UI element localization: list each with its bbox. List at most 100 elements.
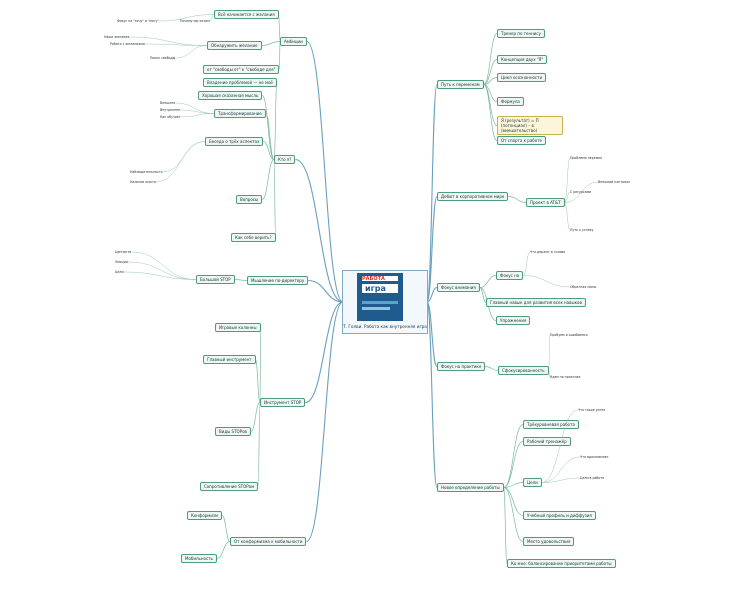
leaf-t4: Цели: [115, 270, 124, 274]
node-g3[interactable]: Цели: [523, 478, 542, 487]
leaf-a7: Работа с желаниями: [110, 42, 145, 46]
leaf-f4: Что держат в голове: [530, 250, 566, 254]
node-c1[interactable]: Конформизм: [187, 511, 223, 520]
leaf-t2: Ценности: [115, 250, 132, 254]
branch-ambitions[interactable]: Амбиции: [280, 37, 307, 46]
connector: [259, 327, 261, 403]
central-topic[interactable]: РАБОТА игра Т. Голви. Работа как внутрен…: [342, 270, 428, 334]
connector: [548, 334, 551, 371]
connector: [426, 286, 438, 303]
connector: [216, 541, 231, 559]
node-a1[interactable]: Всё начинается с желания: [214, 10, 279, 19]
node-w3[interactable]: Трансформирование: [214, 109, 266, 118]
node-p2[interactable]: Концепция двух "Я": [497, 55, 548, 64]
node-a2[interactable]: Обнаружить желание: [207, 41, 262, 50]
node-f2[interactable]: Главный навык для развития всех навыков: [486, 298, 586, 307]
branch-path[interactable]: Путь к переменам: [437, 80, 484, 89]
node-pr1[interactable]: Сфокусированность: [498, 366, 549, 375]
leaf-w11: Наличие опыта: [130, 180, 156, 184]
branch-goals[interactable]: Новое определение работы: [437, 483, 504, 492]
node-w4[interactable]: Беседа о трёх аспектах: [205, 137, 264, 146]
connector: [155, 141, 206, 183]
book-cover-word: игра: [365, 284, 386, 293]
connector: [234, 279, 248, 281]
node-g2[interactable]: Рабочий тренажёр: [523, 437, 571, 446]
connector: [279, 41, 281, 70]
node-g1[interactable]: Трёхуровневая работа: [523, 420, 579, 429]
connector: [503, 487, 508, 564]
connector: [523, 275, 571, 288]
node-f1[interactable]: Фокус на: [496, 271, 524, 280]
node-p1[interactable]: Тренер по теннису: [497, 29, 545, 38]
connector: [273, 82, 278, 160]
leaf-r3: С ресурсами: [570, 190, 592, 194]
leaf-a8: Поиск свободы: [150, 56, 176, 60]
connector: [158, 14, 215, 22]
connector: [483, 84, 498, 141]
branch-conform[interactable]: От конформизма к мобильности: [230, 537, 307, 546]
node-a3[interactable]: от "свободы от" к "свободе для": [203, 65, 280, 74]
leaf-w7: Внешнее: [160, 101, 176, 105]
connector: [261, 159, 275, 200]
connector: [131, 251, 197, 280]
node-w6[interactable]: Как себе верить?: [231, 233, 276, 242]
connector: [123, 271, 197, 280]
leaf-r5: Путь к успеху: [570, 228, 594, 232]
leaf-r2: Проблема перемен: [570, 156, 603, 160]
node-g5[interactable]: Место удовольствия: [523, 537, 575, 546]
connector: [305, 301, 344, 543]
connector: [308, 279, 344, 303]
connector: [305, 301, 344, 404]
leaf-a5: Почему мы хотим: [180, 19, 210, 23]
node-r1[interactable]: Проект в AT&T: [526, 198, 565, 207]
connector: [541, 409, 579, 483]
connector: [180, 113, 215, 118]
connector: [483, 84, 498, 126]
node-g6[interactable]: Ко мне: балансирование приоритетами рабо…: [507, 559, 616, 568]
node-s2[interactable]: Главный инструмент: [203, 355, 256, 364]
node-s3[interactable]: Виды STOPов: [215, 427, 251, 436]
leaf-w8: Внутреннее: [160, 108, 181, 112]
leaf-a6: Наши желания: [104, 35, 130, 39]
branch-thinking[interactable]: Мышление по-директору: [247, 276, 309, 285]
branch-corp[interactable]: Дебют в корпоративном мире: [437, 192, 509, 201]
branch-stop[interactable]: Инструмент STOP: [260, 398, 306, 407]
node-p4[interactable]: Формула: [497, 97, 524, 106]
connector: [541, 456, 581, 483]
leaf-a4: Фокус на "хочу" и "могу": [117, 19, 159, 23]
node-c2[interactable]: Мобильность: [181, 554, 217, 563]
book-cover-image: РАБОТА игра: [357, 273, 403, 321]
connector: [255, 359, 261, 403]
connector: [426, 301, 438, 368]
node-f3[interactable]: Упражнения: [496, 316, 531, 325]
leaf-w9: Как обучает: [160, 115, 181, 119]
node-w2[interactable]: Хорошая сказанная мысль: [198, 91, 263, 100]
leaf-g7: Что такое успех: [578, 408, 606, 412]
connector: [144, 43, 208, 46]
node-g4[interactable]: Учебный профиль и диффузия: [523, 511, 596, 520]
connector: [483, 59, 498, 85]
node-p5[interactable]: Я (результат) = П (потенциал) – в (вмеша…: [497, 116, 563, 135]
node-t1[interactable]: Большой STOP: [196, 275, 235, 284]
branch-practice[interactable]: Фокус на практике: [437, 362, 486, 371]
leaf-f5: Обратная связь: [570, 285, 597, 289]
connector: [209, 14, 215, 22]
branch-who-am-i[interactable]: Кто я?: [274, 155, 296, 164]
connector: [483, 77, 498, 85]
connector: [278, 14, 281, 42]
connector: [265, 113, 275, 160]
connector: [485, 366, 499, 371]
leaf-r4: Внешний контроль: [598, 180, 631, 184]
connector: [221, 515, 231, 542]
node-s1[interactable]: Игровые колонны: [215, 323, 261, 332]
connector: [175, 102, 215, 114]
connector: [564, 181, 599, 203]
leaf-g8: Что вдохновляет: [580, 455, 609, 459]
node-p3[interactable]: Цикл осознанности: [497, 73, 547, 82]
node-w5[interactable]: Вопросы: [236, 195, 263, 204]
node-s4[interactable]: Сопротивление STOPам: [200, 482, 259, 491]
central-topic-title: Т. Голви. Работа как внутренняя игра: [343, 324, 427, 329]
branch-focus[interactable]: Фокус внимания: [437, 283, 480, 292]
node-p6[interactable]: От спорта к работе: [497, 136, 546, 145]
node-w1[interactable]: Владение проблемой — не моё: [203, 78, 277, 87]
